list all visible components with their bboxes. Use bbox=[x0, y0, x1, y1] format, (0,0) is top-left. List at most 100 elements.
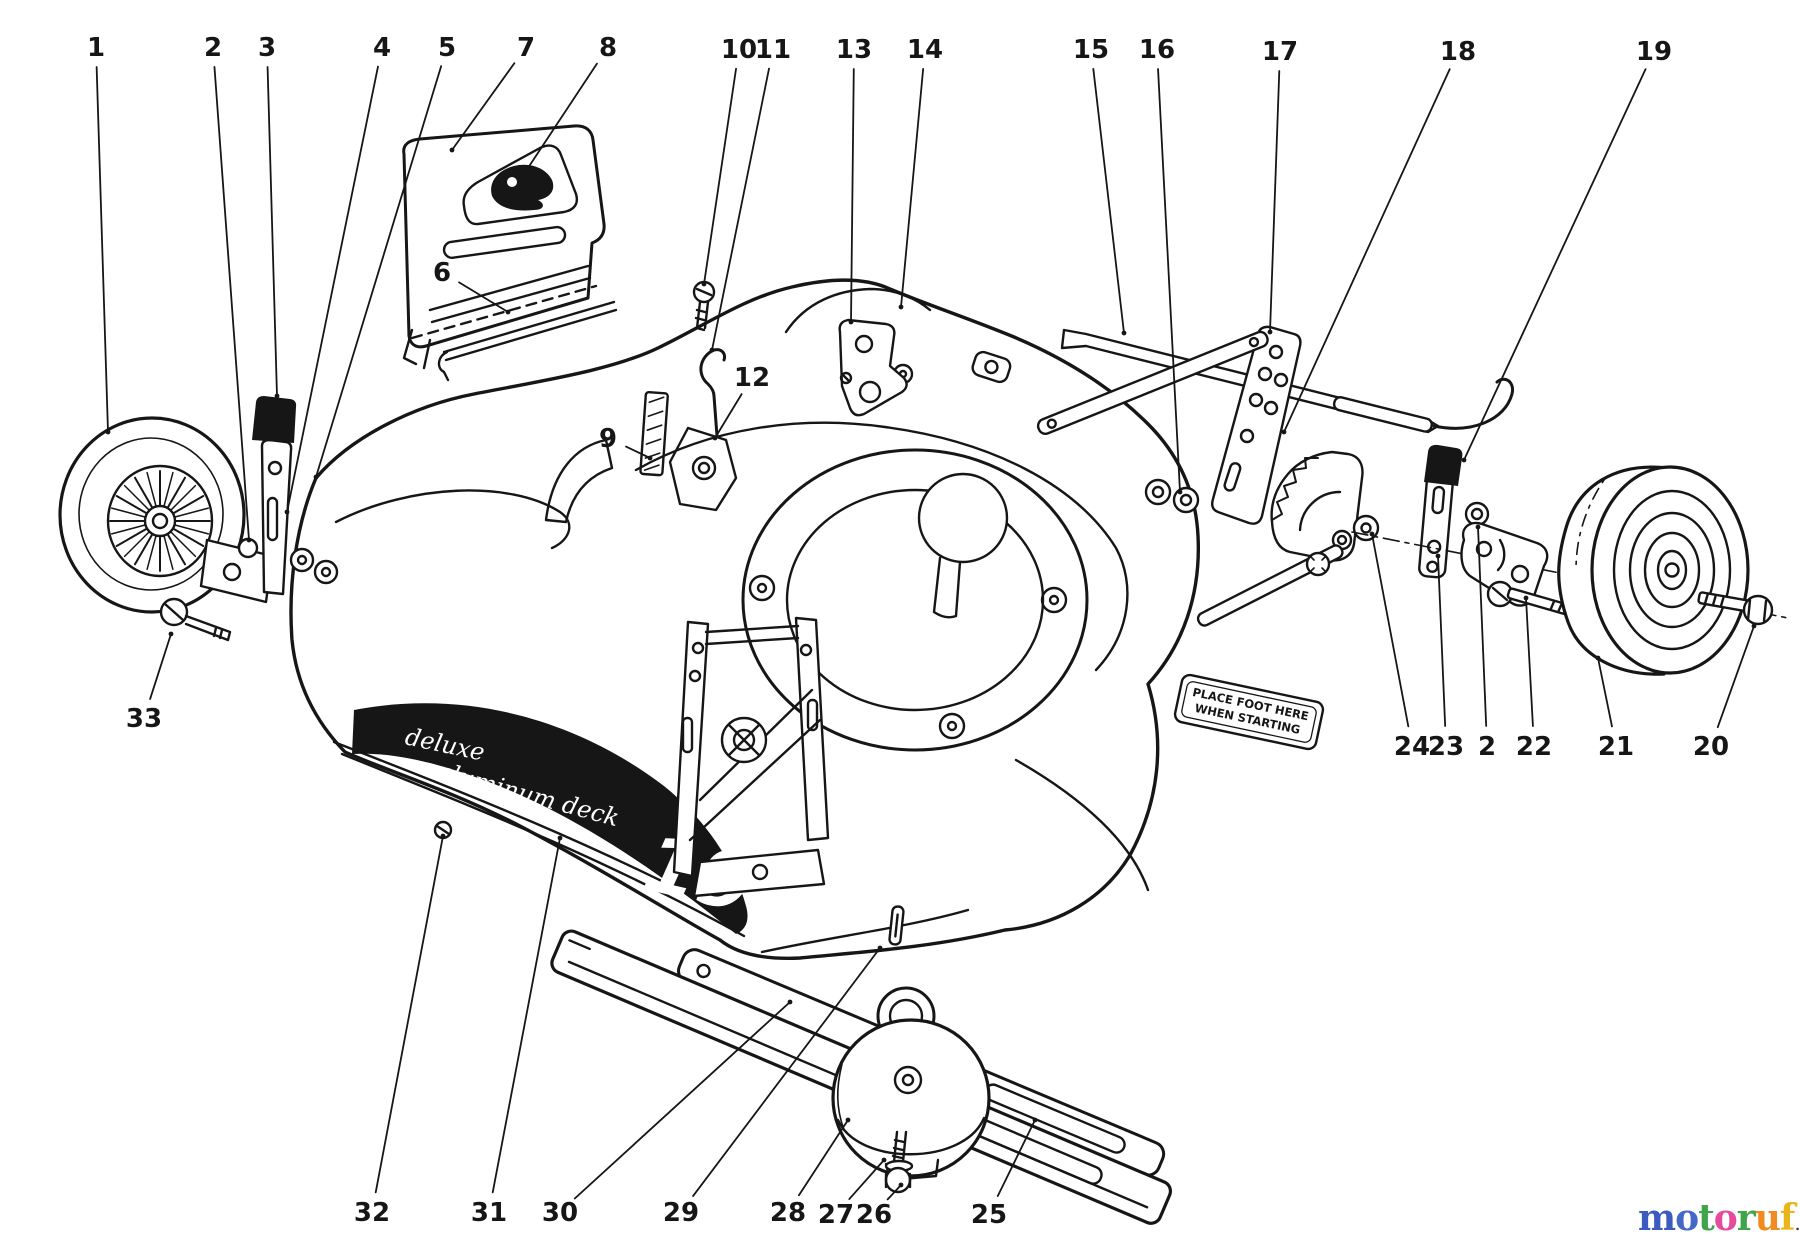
brace-arm bbox=[1036, 330, 1269, 435]
leader-dot-1 bbox=[105, 429, 111, 435]
leader-dot-26 bbox=[898, 1182, 904, 1188]
watermark-logo: motoruf.de bbox=[1638, 1197, 1800, 1239]
callout-label-13: 13 bbox=[836, 35, 872, 65]
callout-label-3: 3 bbox=[258, 33, 276, 63]
leader-dot-12 bbox=[712, 435, 718, 441]
watermark-letter: f bbox=[1780, 1197, 1798, 1239]
watermark-letter: o bbox=[1675, 1197, 1698, 1239]
leader-line-5 bbox=[315, 65, 443, 478]
leader-line-8 bbox=[519, 62, 598, 181]
callout-label-4: 4 bbox=[373, 33, 391, 63]
axis-line bbox=[1351, 531, 1789, 619]
callout-label-10: 10 bbox=[721, 35, 757, 65]
bushing-16a bbox=[1144, 478, 1172, 506]
leader-line-24 bbox=[1371, 533, 1410, 728]
watermark-letter: t bbox=[1698, 1197, 1715, 1239]
leader-line-16 bbox=[1157, 68, 1181, 493]
left-spokes bbox=[109, 470, 211, 572]
leader-line-25 bbox=[996, 1119, 1036, 1197]
rubber-bumper-right bbox=[1424, 444, 1463, 486]
callout-label-24: 24 bbox=[1394, 732, 1430, 762]
leader-line-12 bbox=[714, 393, 743, 439]
callout-label-5: 5 bbox=[438, 33, 456, 63]
callout-label-2: 2 bbox=[1478, 732, 1496, 762]
leader-line-19 bbox=[1463, 68, 1647, 461]
leader-dot-8 bbox=[517, 177, 523, 183]
blade-bolt bbox=[884, 1130, 914, 1194]
leader-dot-31 bbox=[557, 835, 563, 841]
leader-dot-24 bbox=[1369, 531, 1375, 537]
leader-dot-4 bbox=[284, 509, 290, 515]
callout-label-11: 11 bbox=[755, 35, 791, 65]
leader-dot-15 bbox=[1121, 330, 1127, 336]
leader-line-3 bbox=[266, 66, 278, 397]
engine-cover bbox=[402, 124, 618, 382]
leader-line-1 bbox=[95, 66, 109, 433]
leader-line-9 bbox=[625, 445, 651, 459]
left-rim bbox=[106, 464, 214, 578]
leader-line-17 bbox=[1269, 70, 1281, 333]
front-baffle-flap bbox=[544, 438, 614, 524]
callout-label-31: 31 bbox=[471, 1198, 507, 1228]
leader-dot-18 bbox=[1281, 429, 1287, 435]
leader-line-6 bbox=[458, 281, 509, 313]
leader-dot-11 bbox=[709, 347, 715, 353]
callout-label-2: 2 bbox=[204, 33, 222, 63]
leader-line-2 bbox=[213, 66, 250, 541]
leader-dot-29 bbox=[877, 945, 883, 951]
callout-label-14: 14 bbox=[907, 35, 943, 65]
emblem-bird bbox=[491, 164, 554, 211]
leader-line-26 bbox=[886, 1184, 902, 1201]
callout-label-1: 1 bbox=[87, 33, 105, 63]
leader-dot-10 bbox=[701, 281, 707, 287]
callout-label-20: 20 bbox=[1693, 732, 1729, 762]
leader-dot-19 bbox=[1461, 457, 1467, 463]
leader-line-29 bbox=[692, 947, 881, 1197]
baffle-plate bbox=[639, 391, 669, 477]
callout-label-25: 25 bbox=[971, 1200, 1007, 1230]
keps-nut bbox=[1464, 501, 1490, 527]
callout-label-26: 26 bbox=[856, 1200, 892, 1230]
engine-mount-ring bbox=[741, 448, 1089, 752]
leader-dot-17 bbox=[1267, 329, 1273, 335]
leader-line-31 bbox=[491, 837, 561, 1194]
bushing-16b bbox=[1172, 486, 1200, 514]
callout-label-21: 21 bbox=[1598, 732, 1634, 762]
hairpin-cotter bbox=[699, 348, 726, 438]
hex-boss bbox=[668, 426, 738, 512]
leader-dot-33 bbox=[168, 631, 174, 637]
leader-dot-5 bbox=[313, 474, 319, 480]
leader-line-4 bbox=[286, 65, 379, 513]
callout-label-33: 33 bbox=[126, 704, 162, 734]
callout-label-22: 22 bbox=[1516, 732, 1552, 762]
leader-line-15 bbox=[1092, 67, 1125, 334]
callout-label-23: 23 bbox=[1428, 732, 1464, 762]
leader-line-14 bbox=[900, 68, 925, 308]
screw-part10 bbox=[692, 280, 716, 332]
watermark-letter: o bbox=[1714, 1197, 1737, 1239]
rubber-bumper-left bbox=[252, 396, 297, 443]
foot-decal: PLACE FOOT HERE WHEN STARTING bbox=[1173, 673, 1325, 751]
blade-assembly bbox=[550, 905, 1173, 1225]
rear-frame bbox=[672, 616, 830, 898]
leader-dot-2 bbox=[246, 537, 252, 543]
blade-adapter-bowl bbox=[831, 1018, 991, 1182]
hinge-rod bbox=[437, 300, 618, 382]
callout-label-7: 7 bbox=[517, 33, 535, 63]
callout-label-16: 16 bbox=[1139, 35, 1175, 65]
leader-line-22 bbox=[1525, 597, 1534, 727]
leader-line-10 bbox=[703, 67, 737, 285]
leader-dot-16 bbox=[1177, 489, 1183, 495]
callout-label-30: 30 bbox=[542, 1198, 578, 1228]
leader-line-21 bbox=[1597, 657, 1613, 728]
watermark-suffix: .de bbox=[1794, 1211, 1800, 1235]
callout-label-28: 28 bbox=[770, 1198, 806, 1228]
callout-label-29: 29 bbox=[663, 1198, 699, 1228]
left-wheel-assembly bbox=[58, 396, 339, 642]
axle-bolt-20 bbox=[1697, 591, 1774, 626]
callout-label-8: 8 bbox=[599, 33, 617, 63]
callout-label-17: 17 bbox=[1262, 37, 1298, 67]
leader-dot-27 bbox=[881, 1157, 887, 1163]
